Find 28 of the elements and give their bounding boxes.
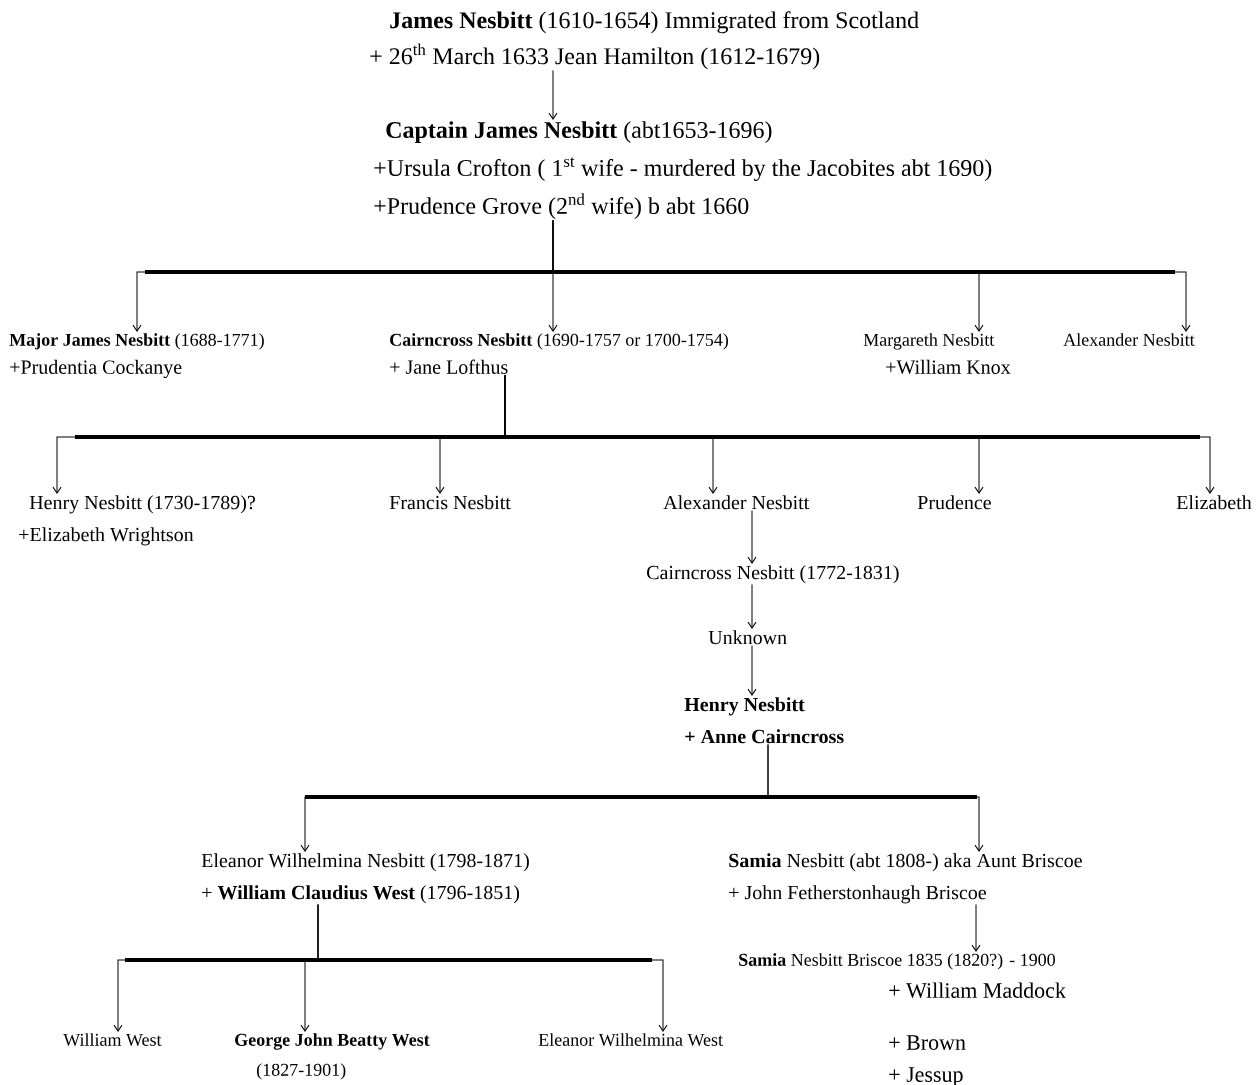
person-entry: Prudence xyxy=(917,495,991,510)
person-entry: Cairncross Nesbitt (1772-1831) xyxy=(647,565,899,584)
arrow xyxy=(747,645,757,696)
person-entry: James Nesbitt (1610-1654) Immigrated from Scotland + 26$^{th}$ March 1633 Jean Hamilton (1612-1679) xyxy=(370,11,919,70)
person-entry: Major James Nesbitt (1688-1771) +Prudentia Cockanye xyxy=(9,333,264,378)
arrow xyxy=(971,904,981,952)
person-entry: Henry Nesbitt (1730-1789)? +Elizabeth Wrightson xyxy=(19,495,255,546)
person-entry: Francis Nesbitt xyxy=(389,495,511,510)
person-entry: Captain James Nesbitt (abt1653-1696) +Ursula Crofton ( 1$^{st}$ wife - murdered by the Jacobites abt 1690) +Prudence Grove (2$^{nd}$ wife) b abt 1660 xyxy=(374,121,992,219)
person-entry: Alexander Nesbitt xyxy=(663,495,810,510)
person-entry: William West xyxy=(63,1033,162,1046)
arrow xyxy=(552,219,1191,332)
arrow xyxy=(747,510,757,564)
arrow xyxy=(767,744,984,852)
arrow xyxy=(747,584,757,629)
arrow xyxy=(317,904,668,1032)
arrow xyxy=(504,374,1215,494)
person-entry: Alexander Nesbitt xyxy=(1063,333,1195,346)
person-entry: Eleanor Wilhelmina Nesbitt (1798-1871) + William Claudius West (1796-1851) xyxy=(201,853,529,904)
person-entry: Samia Nesbitt (abt 1808-) aka Aunt Briscoe + John Fetherstonhaugh Briscoe xyxy=(729,853,1082,904)
person-entry: Margareth Nesbitt +William Knox xyxy=(863,333,1011,374)
person-entry: Eleanor Wilhelmina West xyxy=(538,1033,723,1046)
person-entry: Elizabeth xyxy=(1176,495,1252,510)
person-entry: Cairncross Nesbitt (1690-1757 or 1700-1754) + Jane Lofthus xyxy=(390,333,729,374)
person-entry: Henry Nesbitt + Anne Cairncross xyxy=(684,697,844,744)
person-entry: Unknown xyxy=(708,630,787,645)
person-entry: George John Beatty West (1827-1901) xyxy=(235,1033,430,1080)
arrow xyxy=(548,69,558,120)
